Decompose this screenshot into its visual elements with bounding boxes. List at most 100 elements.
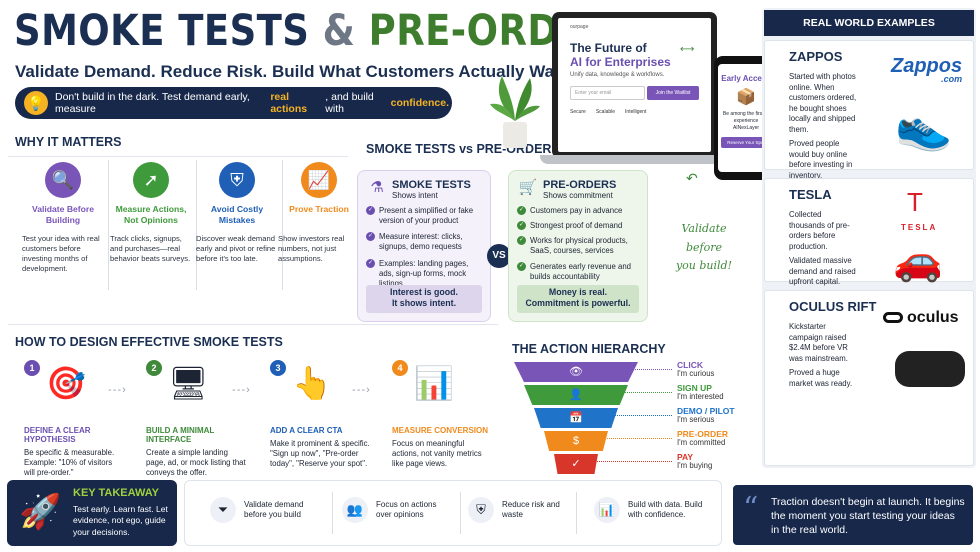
magnifier-icon: 🔍 bbox=[45, 162, 81, 198]
funnel-connector bbox=[632, 369, 672, 370]
plant-illustration bbox=[490, 66, 540, 150]
funnel-level: ✓ bbox=[554, 454, 598, 474]
smoke-tests-title: SMOKE TESTS bbox=[392, 179, 471, 191]
design-step: 2 🖥 BUILD A MINIMAL INTERFACE Create a s… bbox=[146, 360, 246, 478]
people-icon: 👥 bbox=[342, 497, 368, 523]
vs-badge: VS bbox=[487, 244, 511, 268]
list-item: Strongest proof of demand bbox=[517, 221, 639, 231]
tesla-desc: Collected thousands of pre-orders before… bbox=[789, 210, 850, 251]
tesla-card: TESLA Collected thousands of pre-orders … bbox=[764, 178, 974, 286]
quote-text: Traction doesn't begin at launch. It beg… bbox=[771, 496, 965, 537]
step-desc: Create a simple landing page, ad, or moc… bbox=[146, 448, 246, 478]
list-item: Examples: landing pages, ads, sign-up fo… bbox=[366, 258, 482, 289]
interface-icon: 🖥 bbox=[168, 365, 209, 401]
pre-orders-sub: Shows commitment bbox=[543, 191, 613, 200]
phone-reserve-button[interactable]: Reserve Your Spot bbox=[721, 137, 771, 149]
funnel-connector bbox=[612, 415, 672, 416]
page-subtitle: Validate Demand. Reduce Risk. Build What… bbox=[15, 62, 575, 81]
shield-icon: ⛨ bbox=[219, 162, 255, 198]
why-heading: WHY IT MATTERS bbox=[15, 135, 122, 149]
mockup-email-input[interactable]: Enter your email bbox=[570, 86, 646, 100]
funnel-icon: ⏷ bbox=[210, 497, 236, 523]
zappos-card: ZAPPOS Started with photos online. When … bbox=[764, 40, 974, 180]
oculus-desc: Proved a huge market was ready. bbox=[789, 368, 853, 388]
curved-arrow-icon: ↶ bbox=[686, 170, 698, 186]
why-card: ⛨ Avoid Costly Mistakes Discover weak de… bbox=[196, 158, 278, 264]
takeaway-item: ⛨ Reduce risk and waste bbox=[468, 497, 564, 523]
funnel-level: $ bbox=[544, 431, 608, 451]
divider bbox=[332, 492, 333, 534]
list-item: Customers pay in advance bbox=[517, 206, 639, 216]
step-number: 2 bbox=[146, 360, 162, 376]
divider bbox=[196, 160, 197, 290]
tesla-name: TESLA bbox=[789, 187, 832, 202]
dollar-icon: $ bbox=[572, 435, 580, 447]
takeaway-item-text: Build with data. Build with confidence. bbox=[628, 499, 703, 519]
takeaway-item-text: Reduce risk and waste bbox=[502, 499, 560, 519]
target-icon: 🎯 bbox=[46, 365, 86, 401]
oculus-card: OCULUS RIFT Kickstarter campaign raised … bbox=[764, 290, 974, 466]
divider bbox=[108, 160, 109, 290]
zappos-logo: Zappos.com bbox=[891, 55, 963, 84]
oculus-desc: Kickstarter campaign raised $2.4M before… bbox=[789, 322, 848, 363]
step-arrow-icon: - - - › bbox=[352, 384, 370, 396]
step-desc: Focus on meaningful actions, not vanity … bbox=[392, 439, 482, 469]
mockup-tagline: Unify data, knowledge & workflows. bbox=[570, 72, 665, 78]
click-hand-icon: 👆 bbox=[292, 365, 332, 401]
why-card: ➚ Measure Actions, Not Opinions Track cl… bbox=[110, 158, 192, 264]
step-number: 1 bbox=[24, 360, 40, 376]
pre-orders-footer: Money is real.Commitment is powerful. bbox=[517, 285, 639, 313]
car-illustration: 🚗 bbox=[893, 239, 943, 283]
swap-arrow-icon: ⟷ bbox=[680, 44, 695, 55]
funnel-connector bbox=[602, 438, 672, 439]
phone-text: Be among the first to experience AINexLa… bbox=[722, 111, 770, 131]
bar-chart-icon: 📊 bbox=[414, 365, 454, 401]
key-takeaway-text: Test early. Learn fast. Let evidence, no… bbox=[73, 504, 168, 537]
step-title: MEASURE CONVERSION bbox=[392, 426, 489, 435]
why-card-desc: Discover weak demand early and pivot or … bbox=[196, 234, 276, 263]
why-card-title: Prove Traction bbox=[289, 204, 349, 214]
laptop-base bbox=[540, 155, 730, 164]
design-heading: HOW TO DESIGN EFFECTIVE SMOKE TESTS bbox=[15, 335, 283, 349]
why-card-title: Measure Actions, Not Opinions bbox=[115, 204, 187, 225]
list-item: Generates early revenue and builds accou… bbox=[517, 261, 639, 282]
list-item: Works for physical products, SaaS, cours… bbox=[517, 236, 639, 256]
pre-orders-card: 🛒 PRE-ORDERS Shows commitment Customers … bbox=[508, 170, 648, 322]
zappos-desc: Proved people would buy online before in… bbox=[789, 139, 853, 180]
step-desc: Make it prominent & specific. "Sign up n… bbox=[270, 439, 370, 469]
why-card: 🔍 Validate Before Building Test your ide… bbox=[22, 158, 104, 273]
mockup-hero-line2: AI for Enterprises bbox=[570, 55, 671, 69]
why-card-title: Avoid Costly Mistakes bbox=[210, 204, 264, 225]
why-card-desc: Test your idea with real customers befor… bbox=[22, 234, 100, 273]
tesla-t-icon: T bbox=[907, 187, 923, 217]
list-item: Measure interest: clicks, signups, demo … bbox=[366, 232, 482, 252]
laptop-frame: ourpage The Future of AI for Enterprises… bbox=[552, 12, 717, 158]
oculus-name: OCULUS RIFT bbox=[789, 299, 877, 314]
quote-mark-icon: “ bbox=[743, 491, 759, 526]
shield-check-icon: ⛨ bbox=[468, 497, 494, 523]
takeaway-item: 📊Build with data. Build with confidence. bbox=[594, 497, 712, 523]
mockup-waitlist-button[interactable]: Join the Waitlist bbox=[647, 86, 699, 100]
tesla-desc: Validated massive demand and raised upfr… bbox=[789, 256, 856, 287]
zappos-name: ZAPPOS bbox=[789, 49, 843, 64]
calendar-icon: 📅 bbox=[569, 412, 583, 424]
divider bbox=[282, 160, 283, 290]
why-card-title: Validate Before Building bbox=[31, 204, 95, 225]
why-card-desc: Show investors real numbers, not just as… bbox=[278, 234, 345, 263]
takeaway-item: ⏷Validate demand before you build bbox=[210, 497, 320, 523]
design-step: 3 👆 ADD A CLEAR CTA Make it prominent & … bbox=[270, 360, 370, 469]
cursor-icon: ➚ bbox=[133, 162, 169, 198]
why-card-desc: Track clicks, signups, and purchases—rea… bbox=[110, 234, 191, 263]
quote-box: “ Traction doesn't begin at launch. It b… bbox=[733, 485, 973, 545]
lightbulb-icon: 💡 bbox=[24, 91, 48, 115]
funnel-connector bbox=[622, 392, 672, 393]
step-title: ADD A CLEAR CTA bbox=[270, 426, 343, 435]
shoe-illustration: 👟 bbox=[895, 100, 953, 152]
vr-headset-illustration bbox=[895, 351, 965, 387]
